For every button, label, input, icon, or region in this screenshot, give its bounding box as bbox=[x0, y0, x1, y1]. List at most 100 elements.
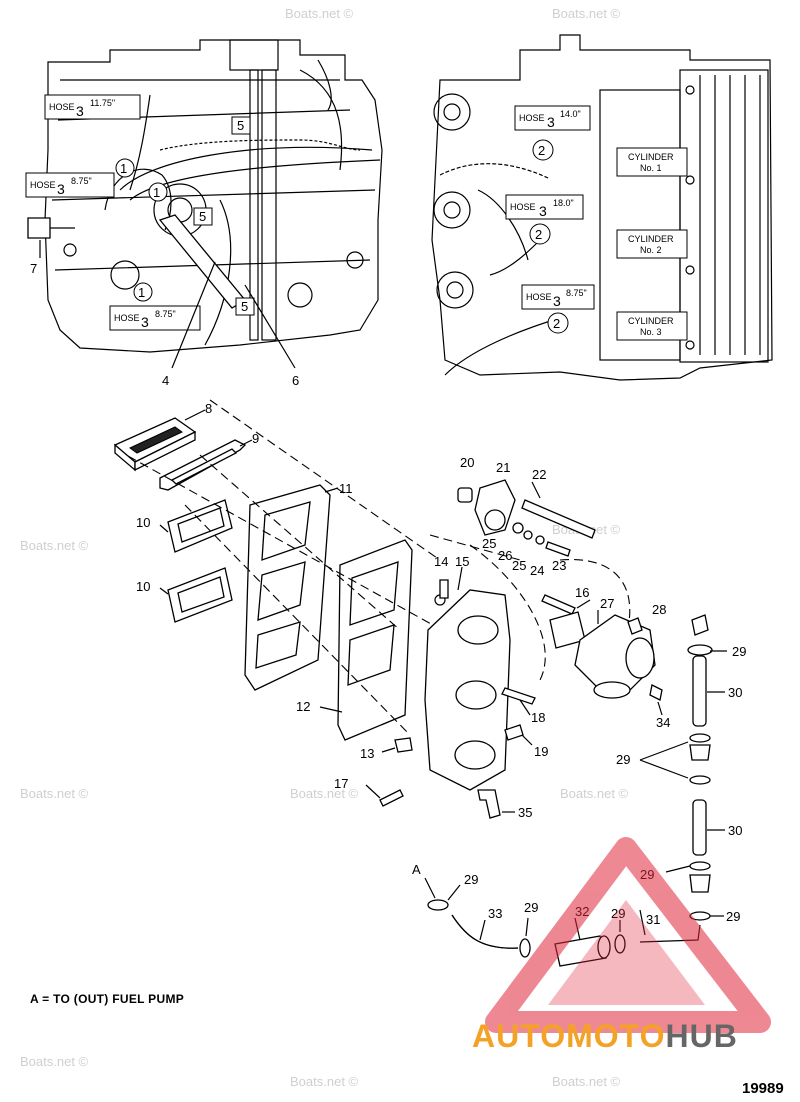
diagram-label: HOSE bbox=[526, 292, 552, 302]
diagram-label: 3 bbox=[57, 181, 65, 197]
callout-number: 29 bbox=[726, 909, 740, 924]
callout-number: 15 bbox=[455, 554, 469, 569]
diagram-label: 3 bbox=[547, 114, 555, 130]
diagram-label: CYLINDER bbox=[628, 234, 674, 244]
cylinder-label: CYLINDER No. 1 bbox=[616, 147, 688, 177]
callout-circle-1: 1 bbox=[115, 158, 135, 178]
hose-label: HOSE 3 8.75" bbox=[109, 305, 201, 331]
callout-number: 12 bbox=[296, 699, 310, 714]
engine-right-view: HOSE 3 14.0" HOSE 3 18.0" HOSE 3 8.75" C… bbox=[431, 34, 773, 381]
callout-box-5: 5 bbox=[231, 116, 251, 135]
watermark: Boats.net © bbox=[290, 1074, 359, 1089]
diagram-label: 3 bbox=[76, 103, 84, 119]
brand-logo-mark bbox=[485, 837, 771, 1033]
watermark: Boats.net © bbox=[20, 538, 89, 553]
brand-logo-part1: AUTOMOTO bbox=[472, 1018, 666, 1054]
diagram-label: 8.75" bbox=[155, 309, 176, 319]
diagram-label: No. 2 bbox=[640, 245, 662, 255]
engine-left-view: HOSE 3 11.75" HOSE 3 8.75" HOSE 3 8.75" … bbox=[25, 39, 383, 388]
callout-circle-2: 2 bbox=[547, 312, 569, 334]
watermark: Boats.net © bbox=[285, 6, 354, 21]
callout-number: 23 bbox=[552, 558, 566, 573]
hose-label: HOSE 3 11.75" bbox=[44, 94, 141, 120]
watermark: Boats.net © bbox=[560, 786, 629, 801]
callout-number: 11 bbox=[339, 481, 353, 496]
diagram-label: HOSE bbox=[510, 202, 536, 212]
watermark: Boats.net © bbox=[20, 1054, 89, 1069]
callout-number: 14 bbox=[434, 554, 448, 569]
diagram-label: HOSE bbox=[49, 102, 75, 112]
callout-number: 2 bbox=[553, 316, 560, 331]
callout-number: 10 bbox=[136, 579, 150, 594]
hose-label: HOSE 3 8.75" bbox=[521, 284, 595, 310]
callout-box-5: 5 bbox=[235, 297, 255, 316]
callout-number: 21 bbox=[496, 460, 510, 475]
callout-number: 5 bbox=[241, 299, 248, 314]
callout-4: 4 bbox=[162, 373, 169, 388]
callout-circle-1: 1 bbox=[133, 282, 153, 302]
callout-number: 28 bbox=[652, 602, 666, 617]
brand-logo-part2: HUB bbox=[665, 1018, 738, 1054]
callout-number: 18 bbox=[531, 710, 545, 725]
callout-number: 35 bbox=[518, 805, 532, 820]
callout-7: 7 bbox=[30, 261, 37, 276]
callout-number: 34 bbox=[656, 715, 670, 730]
callout-number: 31 bbox=[646, 912, 660, 927]
callout-number: 22 bbox=[532, 467, 546, 482]
diagram-label: 3 bbox=[539, 203, 547, 219]
callout-number: 10 bbox=[136, 515, 150, 530]
watermark: Boats.net © bbox=[290, 786, 359, 801]
callout-circle-2: 2 bbox=[529, 223, 551, 245]
diagram-label: 18.0" bbox=[553, 198, 574, 208]
callout-number: 25 bbox=[512, 558, 526, 573]
callout-number: 29 bbox=[524, 900, 538, 915]
diagram-label: CYLINDER bbox=[628, 316, 674, 326]
diagram-label: 8.75" bbox=[566, 288, 587, 298]
cylinder-label: CYLINDER No. 2 bbox=[616, 229, 688, 259]
callout-number: 13 bbox=[360, 746, 374, 761]
diagram-label: 3 bbox=[553, 293, 561, 309]
callout-number: 27 bbox=[600, 596, 614, 611]
callout-number: 20 bbox=[460, 455, 474, 470]
diagram-label: HOSE bbox=[114, 313, 140, 323]
callout-circle-1: 1 bbox=[148, 182, 168, 202]
callout-box-5: 5 bbox=[193, 207, 213, 226]
callout-6: 6 bbox=[292, 373, 299, 388]
callout-number: 30 bbox=[728, 685, 742, 700]
callout-number: 5 bbox=[199, 209, 206, 224]
callout-number: 1 bbox=[138, 285, 145, 300]
callout-number: 8 bbox=[205, 401, 212, 416]
callout-number: 16 bbox=[575, 585, 589, 600]
callout-number: 25 bbox=[482, 536, 496, 551]
callout-number: 1 bbox=[120, 161, 127, 176]
callout-number: 2 bbox=[538, 143, 545, 158]
callout-number: 9 bbox=[252, 431, 259, 446]
callout-number: 24 bbox=[530, 563, 544, 578]
section-marker-a: A bbox=[412, 862, 421, 877]
diagram-label: 3 bbox=[141, 314, 149, 330]
callout-number: 17 bbox=[334, 776, 348, 791]
callout-number: 19 bbox=[534, 744, 548, 759]
diagram-label: No. 1 bbox=[640, 163, 662, 173]
exploded-view: 8 9 10 10 11 12 15 bbox=[113, 399, 670, 820]
callout-number: 5 bbox=[237, 118, 244, 133]
callout-number: 29 bbox=[616, 752, 630, 767]
callout-number: 29 bbox=[464, 872, 478, 887]
callout-number: 2 bbox=[535, 227, 542, 242]
brand-logo: AUTOMOTOHUB bbox=[472, 1018, 738, 1055]
hose-label: HOSE 3 14.0" bbox=[514, 105, 591, 131]
diagram-label: 8.75" bbox=[71, 176, 92, 186]
diagram-label: 11.75" bbox=[90, 98, 115, 108]
cylinder-label: CYLINDER No. 3 bbox=[616, 311, 688, 341]
callout-number: 29 bbox=[732, 644, 746, 659]
watermark: Boats.net © bbox=[20, 786, 89, 801]
figure-number: 19989 bbox=[742, 1080, 784, 1097]
callout-number: 30 bbox=[728, 823, 742, 838]
diagram-label: HOSE bbox=[30, 180, 56, 190]
callout-circle-2: 2 bbox=[532, 139, 554, 161]
diagram-label: No. 3 bbox=[640, 327, 662, 337]
fuel-line: 29 30 29 30 29 29 31 32 29 29 33 29 A bbox=[412, 614, 746, 967]
hose-label: HOSE 3 18.0" bbox=[505, 194, 584, 220]
diagram-label: 14.0" bbox=[560, 109, 581, 119]
